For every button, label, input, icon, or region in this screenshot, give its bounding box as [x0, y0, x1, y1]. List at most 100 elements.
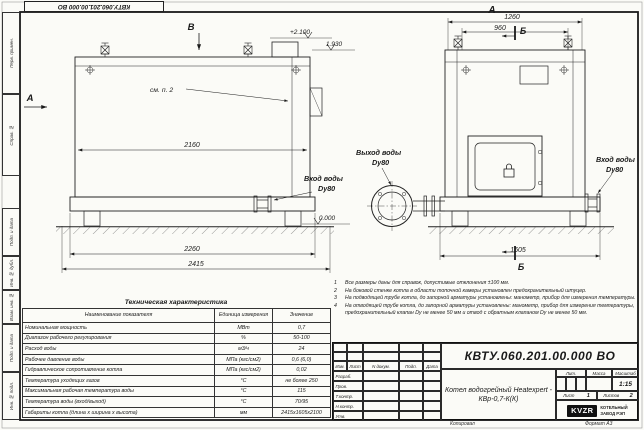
cell-value: 0,6 (6,0)	[272, 353, 331, 366]
tb-row-tkontr: Т.контр.	[333, 391, 363, 401]
corner-stamp: КВТУ.060.201.00.000 ВО	[24, 1, 164, 12]
tech-table-header-row: Наименование показателя Единица измерени…	[22, 308, 331, 323]
cell-value: 70/95	[272, 396, 331, 408]
list-item: 2 На боковой стенке котла в области топоч…	[334, 288, 636, 295]
cell-value: 0,02	[272, 364, 331, 376]
cell-unit: %	[214, 332, 273, 345]
cell-name: Максимальная рабочая температура воды	[22, 385, 215, 398]
tb-row-utv: Утв.	[333, 411, 363, 421]
tb-empty-cell	[363, 352, 399, 361]
tech-table: Наименование показателя Единица измерени…	[22, 308, 331, 419]
tb-row-razrab: Разраб.	[333, 371, 363, 381]
elevation-1930-label: 1.930	[326, 41, 343, 48]
company-name: КОТЕЛЬНЫЙ ЗАВОД РЭП	[600, 405, 627, 415]
dim-2160-label: 2160	[183, 142, 200, 149]
cell-name: Рабочее давление воды	[22, 353, 215, 366]
cell-unit: МВт	[214, 322, 273, 334]
pipe-leaders	[273, 167, 613, 201]
tb-lit-label: Лит.	[556, 369, 586, 377]
water-inlet-nozzle-front	[253, 195, 272, 213]
tech-col-value: Значение	[272, 308, 331, 323]
dim-960-label: 960	[494, 25, 506, 32]
drawing-frame	[19, 11, 639, 421]
tb-empty-cell	[423, 343, 441, 352]
kvzr-logo-icon: KVZR	[567, 404, 598, 417]
cell-value: 24	[272, 343, 331, 355]
ground-line-front	[56, 226, 334, 234]
lifting-lug-icon	[460, 64, 472, 76]
tb-col-list: Лист	[347, 361, 363, 371]
tb-empty-cell	[363, 391, 399, 401]
see-note-ref-label: см. п. 2	[150, 87, 173, 94]
tb-scale-label: Масштаб	[612, 369, 639, 377]
lifting-lug-icon	[84, 64, 96, 76]
tb-lit-cell	[576, 377, 586, 391]
tb-empty-cell	[363, 411, 399, 421]
tb-lit-cell	[556, 377, 566, 391]
water-inlet-front-label: Вход воды	[304, 174, 344, 183]
water-inlet-nozzle-side	[584, 193, 601, 213]
tb-sheet-label: Лист	[563, 393, 575, 398]
cell-value: 0,7	[272, 322, 331, 334]
dimensions-side	[439, 18, 601, 260]
cell-unit: мм	[214, 406, 273, 419]
top-valve-icon	[453, 35, 463, 51]
ground-line-side	[428, 226, 614, 234]
cell-value: 2415х1605х2100	[272, 406, 331, 419]
cell-unit: °С	[214, 385, 273, 398]
tb-scale-value: 1:15	[612, 377, 639, 391]
tb-empty-cell	[363, 381, 399, 391]
boiler-front-view	[69, 41, 323, 227]
view-a-arrow-label: А	[26, 93, 34, 104]
note-number: 2	[334, 287, 337, 294]
product-name: Котел водогрейный Heatexpert - КВр-0,7-К…	[441, 369, 556, 421]
margin-label: Инв. № дубл.	[8, 259, 14, 287]
dimensions-front	[61, 31, 355, 273]
cell-unit: °С	[214, 396, 273, 408]
copied-label: Копировал	[450, 421, 475, 427]
note-text: Все размеры даны для справок, допустимые…	[345, 280, 510, 286]
cell-name: Температура воды (вход/выход)	[22, 396, 215, 408]
section-b-bottom-label: Б	[518, 262, 525, 272]
tb-sheets-value: 2	[629, 392, 633, 399]
cell-name: Расход воды	[22, 343, 215, 355]
tb-row-nkontr: Н.контр.	[333, 401, 363, 411]
dim-2415-label: 2415	[187, 261, 204, 268]
note-text: На боковой стенке котла в области топочн…	[345, 287, 587, 294]
tb-logo-cell: KVZR КОТЕЛЬНЫЙ ЗАВОД РЭП	[556, 400, 639, 421]
top-valve-icon	[243, 42, 253, 58]
tb-empty-cell	[333, 352, 347, 361]
lifting-lug-icon	[558, 64, 570, 76]
cell-name: Номинальная мощность	[22, 322, 215, 334]
elevation-0000-label: 0.000	[319, 215, 336, 222]
water-outlet-label: Выход воды	[356, 148, 402, 157]
water-inlet-front-dn-label: Dу80	[318, 184, 335, 193]
tb-mass-cell	[586, 377, 612, 391]
cell-unit: м3/ч	[214, 343, 273, 355]
cell-unit: МПа (кгс/см2)	[214, 353, 273, 366]
cell-value: 50-100	[272, 332, 331, 345]
tb-empty-cell	[423, 381, 441, 391]
margin-label: Подп. и дата	[8, 333, 14, 363]
tb-row-prov: Пров.	[333, 381, 363, 391]
company-name-line2: ЗАВОД РЭП	[600, 410, 626, 416]
water-inlet-side-dn-label: Dу80	[606, 165, 623, 174]
table-row: Диапазон рабочего регулирования%50-100	[22, 332, 331, 345]
section-b-top-label: Б	[520, 26, 527, 36]
dim-1260-label: 1260	[504, 14, 520, 21]
document-number: КВТУ.060.201.00.000 ВО	[441, 343, 639, 369]
note-number: 3	[334, 295, 337, 302]
water-outlet-dn-label: Dу80	[372, 158, 389, 167]
margin-box-sprav-no: Справ. №	[2, 94, 20, 176]
tb-empty-cell	[347, 343, 363, 352]
tech-table-title: Техническая характеристика	[124, 299, 228, 306]
company-logo: KVZR КОТЕЛЬНЫЙ ЗАВОД РЭП	[567, 404, 628, 417]
